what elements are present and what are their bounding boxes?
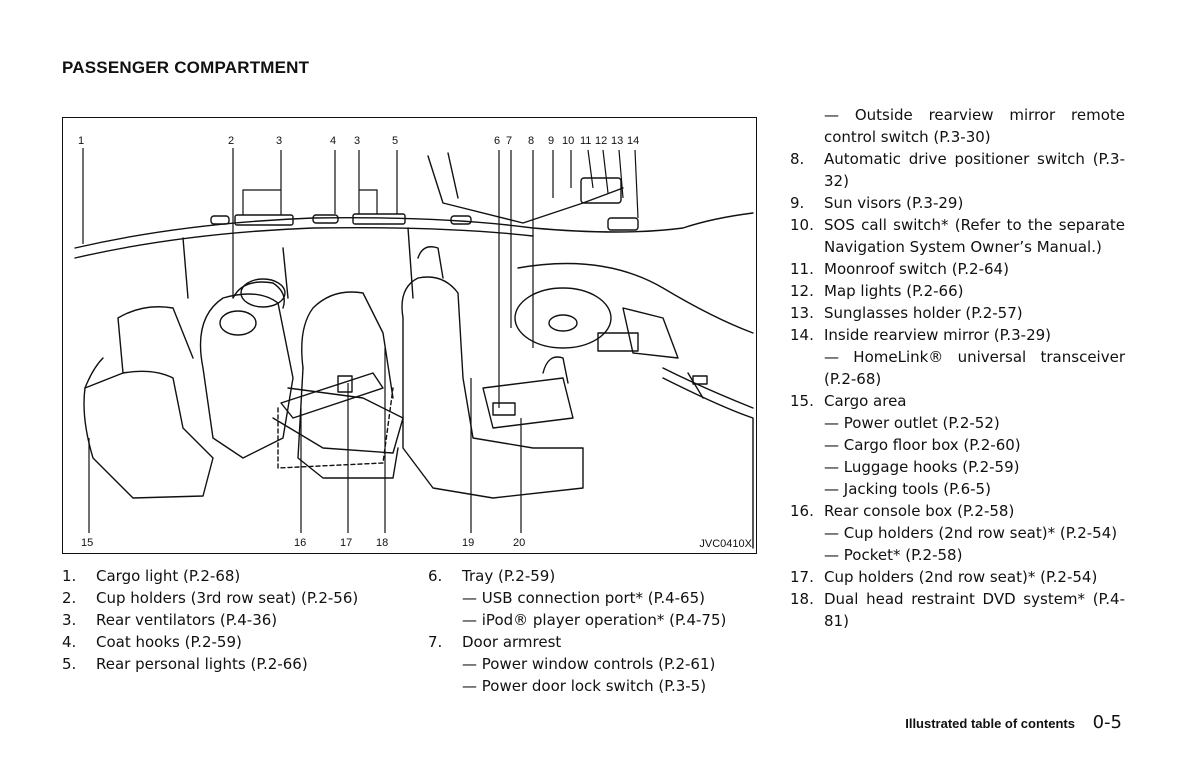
callout-3: 3 (276, 135, 283, 147)
list-item: 2.Cup holders (3rd row seat) (P.2-56) (62, 589, 359, 607)
list-item: 13.Sunglasses holder (P.2-57) (790, 304, 1023, 322)
list-item: 17.Cup holders (2nd row seat)* (P.2-54) (790, 568, 1098, 586)
list-item-continued: — Outside rearview mirror remote control… (824, 106, 1125, 146)
callout-7: 7 (506, 135, 513, 147)
list-item: 18.Dual head restraint DVD system* (P.4-… (790, 590, 1125, 630)
list-item: 4.Coat hooks (P.2-59) (62, 633, 242, 651)
passenger-compartment-figure: 1 2 3 4 3 5 6 7 8 9 10 11 12 13 14 15 16… (62, 117, 757, 554)
interior-illustration (74, 148, 754, 549)
list-item: 6.Tray (P.2-59) — USB connection port* (… (428, 565, 758, 631)
callout-9: 9 (548, 135, 555, 147)
callout-14: 14 (627, 135, 640, 147)
list-item: 12.Map lights (P.2-66) (790, 282, 964, 300)
sub-item: — Cargo floor box (P.2-60) (824, 436, 1021, 454)
callout-15: 15 (81, 537, 94, 549)
callout-11: 11 (580, 135, 592, 147)
sub-item: — HomeLink® universal transceiver (P.2-6… (824, 348, 1125, 388)
list-item: 14.Inside rearview mirror (P.3-29) — Hom… (790, 326, 1125, 388)
callout-10: 10 (562, 135, 575, 147)
callout-4: 4 (330, 135, 337, 147)
list-item: 3.Rear ventilators (P.4-36) (62, 611, 278, 629)
callout-18: 18 (376, 537, 389, 549)
footer-section: Illustrated table of contents (905, 716, 1075, 731)
list-item: 10.SOS call switch* (Refer to the separa… (790, 216, 1125, 256)
list-item: 15.Cargo area — Power outlet (P.2-52) — … (790, 390, 1125, 500)
callout-19: 19 (462, 537, 475, 549)
list-item: 11.Moonroof switch (P.2-64) (790, 260, 1009, 278)
callout-13: 13 (611, 135, 624, 147)
page-title: PASSENGER COMPARTMENT (62, 58, 310, 77)
callout-20: 20 (513, 537, 526, 549)
callout-5: 5 (392, 135, 399, 147)
sub-item: — iPod® player operation* (P.4-75) (462, 611, 727, 629)
sub-item: — Power window controls (P.2-61) (462, 655, 716, 673)
callout-8: 8 (528, 135, 535, 147)
sub-item: — Luggage hooks (P.2-59) (824, 458, 1020, 476)
callout-6: 6 (494, 135, 501, 147)
sub-item: — Cup holders (2nd row seat)* (P.2-54) (824, 524, 1118, 542)
sub-item: — Jacking tools (P.6-5) (824, 480, 991, 498)
figure-code: JVC0410X (699, 538, 752, 550)
list-item: 1.Cargo light (P.2-68) (62, 567, 241, 585)
sub-item: — Pocket* (P.2-58) (824, 546, 963, 564)
item-list-col1: 1.Cargo light (P.2-68) 2.Cup holders (3r… (62, 565, 422, 675)
callout-12: 12 (595, 135, 608, 147)
list-item: 16.Rear console box (P.2-58) — Cup holde… (790, 500, 1125, 566)
callout-1: 1 (78, 135, 85, 147)
list-item: 7.Door armrest — Power window controls (… (428, 631, 758, 697)
callout-16: 16 (294, 537, 307, 549)
sub-item: — Power outlet (P.2-52) (824, 414, 1000, 432)
list-item: 8.Automatic drive positioner switch (P.3… (790, 150, 1125, 190)
callout-17: 17 (340, 537, 353, 549)
callout-2: 2 (228, 135, 235, 147)
callout-3b: 3 (354, 135, 361, 147)
item-list-col2: 6.Tray (P.2-59) — USB connection port* (… (428, 565, 758, 697)
sub-item: — Power door lock switch (P.3-5) (462, 677, 707, 695)
sub-item: — USB connection port* (P.4-65) (462, 589, 705, 607)
list-item: 5.Rear personal lights (P.2-66) (62, 655, 308, 673)
list-item: 9.Sun visors (P.3-29) (790, 194, 964, 212)
page-number: 0-5 (1092, 712, 1122, 733)
item-list-col3: — Outside rearview mirror remote control… (790, 104, 1125, 632)
page-footer: Illustrated table of contents 0-5 (905, 712, 1122, 733)
